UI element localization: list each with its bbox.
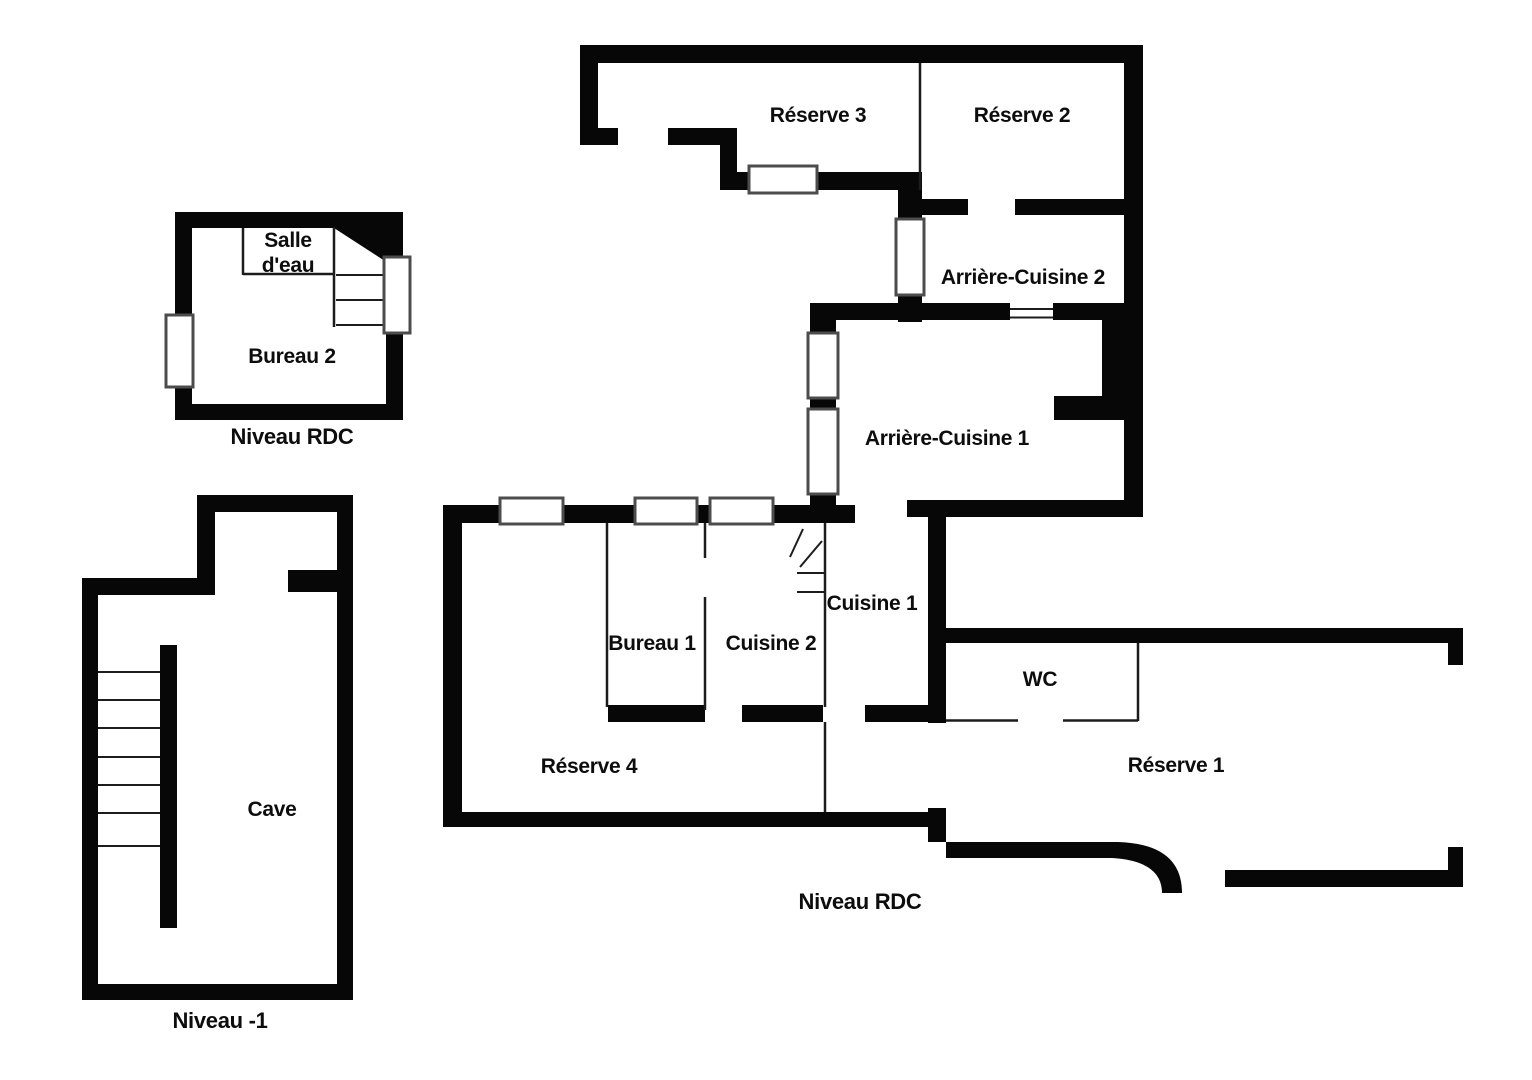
main-plan-windows xyxy=(498,164,926,526)
room-label-cuisine-2: Cuisine 2 xyxy=(725,632,817,655)
wall-chamfer xyxy=(334,212,403,263)
room-label-reserve-2: Réserve 2 xyxy=(973,104,1071,127)
room-label-wc: WC xyxy=(1022,668,1058,691)
wall-step xyxy=(1054,396,1143,420)
cuisine1-stair-symbol xyxy=(789,528,824,593)
room-label-reserve-1: Réserve 1 xyxy=(1127,754,1225,777)
wall xyxy=(580,45,598,145)
wall xyxy=(1225,870,1463,887)
main-plan-partitions xyxy=(605,523,1140,812)
stair-slash xyxy=(789,528,804,558)
wall xyxy=(82,578,98,1000)
wall xyxy=(608,705,705,722)
stair-wall xyxy=(160,645,177,928)
wall xyxy=(928,517,946,723)
room-label-cuisine-1: Cuisine 1 xyxy=(826,592,918,615)
wall xyxy=(865,705,946,722)
wall xyxy=(580,128,618,145)
wall xyxy=(1015,199,1124,215)
wall xyxy=(835,303,1010,320)
level-label-niveau-minus-1: Niveau -1 xyxy=(172,1008,268,1033)
wall xyxy=(82,578,197,595)
window xyxy=(708,496,775,526)
level-label-main-rdc: Niveau RDC xyxy=(798,889,922,914)
annex-plan-walls xyxy=(164,212,412,420)
room-label-reserve-4: Réserve 4 xyxy=(540,755,638,778)
wall xyxy=(1448,847,1463,870)
wall-left-outer xyxy=(443,505,462,827)
window xyxy=(806,407,840,496)
wall-curved xyxy=(946,842,1182,893)
stair-slash xyxy=(799,540,823,568)
wall xyxy=(337,495,353,1000)
room-label-salle-deau-line2: d'eau xyxy=(261,254,315,277)
wall-right-outer xyxy=(1124,45,1143,322)
wall xyxy=(907,500,1143,517)
window xyxy=(633,496,699,526)
wall xyxy=(946,628,1463,643)
wall xyxy=(288,570,353,592)
wall xyxy=(1448,643,1463,665)
wall xyxy=(580,45,1143,63)
wall xyxy=(668,128,737,145)
wall xyxy=(1053,303,1124,320)
wall xyxy=(928,808,946,842)
wall xyxy=(1124,420,1143,517)
window xyxy=(164,313,195,389)
room-label-arriere-cuisine-1: Arrière-Cuisine 1 xyxy=(864,427,1030,450)
room-label-cave: Cave xyxy=(247,798,297,821)
wall xyxy=(720,172,752,190)
wall xyxy=(815,172,922,190)
window xyxy=(894,217,926,297)
wall xyxy=(742,705,823,722)
basement-plan-walls xyxy=(82,495,353,1000)
level-label-annex-rdc: Niveau RDC xyxy=(230,424,354,449)
room-label-salle-deau-line1: Salle xyxy=(264,229,312,252)
wall xyxy=(197,495,215,595)
main-plan-doors xyxy=(1010,308,1053,319)
room-label-arriere-cuisine-2: Arrière-Cuisine 2 xyxy=(940,266,1106,289)
window xyxy=(806,331,840,400)
wall xyxy=(197,495,353,512)
wall xyxy=(82,984,353,1000)
window xyxy=(747,164,819,195)
wall xyxy=(920,199,968,215)
wall xyxy=(443,812,946,827)
wall xyxy=(175,404,403,420)
wall xyxy=(810,303,836,337)
window xyxy=(382,255,412,335)
room-label-bureau-1: Bureau 1 xyxy=(608,632,696,655)
window xyxy=(498,496,565,526)
room-label-reserve-3: Réserve 3 xyxy=(769,104,867,127)
room-label-bureau-2: Bureau 2 xyxy=(248,345,336,368)
basement-stairs xyxy=(98,671,160,847)
